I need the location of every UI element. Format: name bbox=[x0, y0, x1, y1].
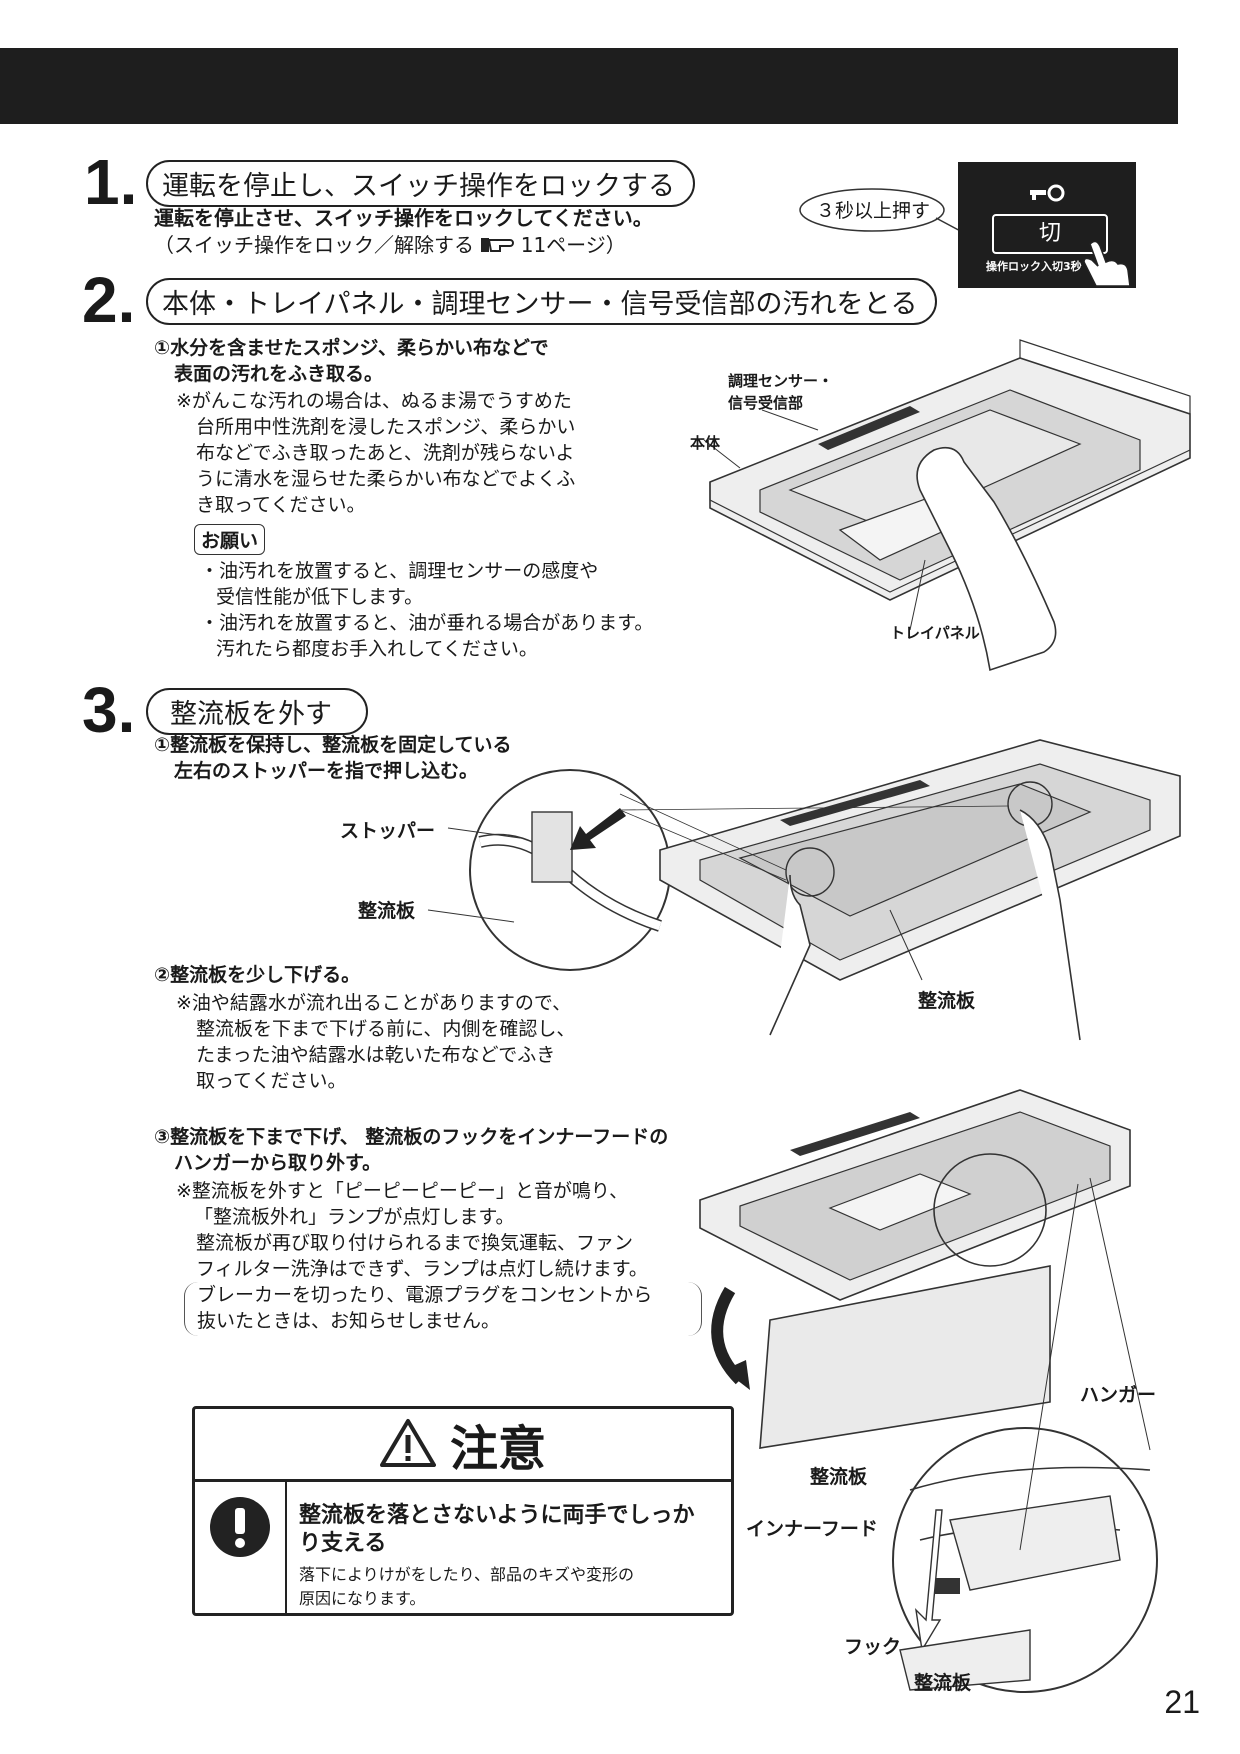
step1-line1: 運転を停止させ、スイッチ操作をロックしてください。 bbox=[154, 206, 653, 230]
step1-number: 1. bbox=[84, 146, 138, 218]
step3-sub3-note-2: 「整流板外れ」ランプが点灯します。 bbox=[194, 1206, 515, 1228]
label-sensor-2: 信号受信部 bbox=[728, 394, 804, 412]
step3-sub2-note-4: 取ってください。 bbox=[196, 1070, 347, 1092]
step2-note-4: うに清水を湿らせた柔らかい布などでよくふ bbox=[196, 468, 576, 490]
step2-instr1: ①水分を含ませたスポンジ、柔らかい布などで bbox=[154, 337, 549, 359]
step2-note-1: ※がんこな汚れの場合は、ぬるま湯でうすめた bbox=[176, 390, 572, 412]
baffle-hold-figure: 整流板 bbox=[619, 739, 1181, 1041]
step3-sub3-note-4: フィルター洗浄はできず、ランプは点灯し続けます。 bbox=[196, 1258, 648, 1280]
step2-note-2: 台所用中性洗剤を浸したスポンジ、柔らかい bbox=[196, 416, 576, 438]
step2-number: 2. bbox=[82, 264, 136, 336]
warning-triangle-icon bbox=[379, 1417, 436, 1471]
caution-header: 注意 bbox=[195, 1409, 731, 1482]
press-3s-text: ３秒以上押す bbox=[816, 200, 931, 222]
step3-sub1-b: 左右のストッパーを指で押し込む。 bbox=[174, 760, 479, 782]
label-inner-hood: インナーフード bbox=[746, 1518, 878, 1540]
step3-sub3-note-3: 整流板が再び取り付けられるまで換気運転、ファン bbox=[196, 1232, 634, 1254]
step1-title: 運転を停止し、スイッチ操作をロックする bbox=[146, 160, 695, 207]
caution-heading-2: り支える bbox=[299, 1531, 387, 1556]
label-hanger: ハンガー bbox=[1080, 1384, 1157, 1406]
caution-box: 注意 整流板を落とさないように両手でしっか り支える 落下によりけがをしたり、部… bbox=[192, 1406, 734, 1616]
step3-sub2-note-3: たまった油や結露水は乾いた布などでふき bbox=[196, 1044, 556, 1066]
label-baffle-main: 整流板 bbox=[918, 990, 976, 1012]
step3-sub2-note-1: ※油や結露水が流れ出ることがありますので、 bbox=[176, 992, 572, 1014]
caution-title: 注意 bbox=[449, 1421, 546, 1477]
step1-page-ref[interactable]: 11ページ） bbox=[520, 233, 626, 257]
step3-sub1-a: ①整流板を保持し、整流板を固定している bbox=[154, 734, 512, 756]
step3-number: 3. bbox=[82, 674, 136, 746]
stopper-zoom-figure: ストッパー 整流板 bbox=[340, 769, 680, 982]
request-badge: お願い bbox=[194, 524, 266, 555]
control-panel: 切 操作ロック入切3秒 bbox=[958, 162, 1136, 288]
caution-heading-1: 整流板を落とさないように両手でしっか bbox=[299, 1503, 695, 1528]
exclamation-icon bbox=[209, 1496, 271, 1562]
label-sensor-1: 調理センサー・ bbox=[728, 372, 834, 390]
step3-sub3-a: ③整流板を下まで下げ、 整流板のフックをインナーフードの bbox=[154, 1126, 669, 1148]
key-icon bbox=[1028, 184, 1068, 208]
step2-note-5: き取ってください。 bbox=[196, 494, 366, 516]
baffle-removal-figure: ハンガー 整流板 インナーフード フック 整流板 bbox=[690, 1089, 1210, 1700]
label-stopper: ストッパー bbox=[340, 820, 436, 842]
step1-line2: （スイッチ操作をロック／解除する 11ページ） bbox=[154, 232, 626, 258]
pointing-hand-icon bbox=[480, 235, 515, 255]
step2-instr2: 表面の汚れをふき取る。 bbox=[174, 363, 384, 385]
finger-icon bbox=[1080, 238, 1136, 294]
request-item-4: 汚れたら都度お手入れしてください。 bbox=[216, 638, 538, 660]
press-3s-callout: ３秒以上押す bbox=[798, 188, 967, 236]
hood-cleaning-figure: 調理センサー・ 信号受信部 本体 トレイパネル bbox=[690, 339, 1200, 672]
step3-sub2: ②整流板を少し下げる。 bbox=[154, 964, 361, 986]
step2-title: 本体・トレイパネル・調理センサー・信号受信部の汚れをとる bbox=[146, 278, 938, 325]
request-item-2: 受信性能が低下します。 bbox=[216, 586, 424, 608]
step2-note-3: 布などでふき取ったあと、洗剤が残らないよ bbox=[196, 442, 575, 464]
caution-body-2: 原因になります。 bbox=[299, 1589, 426, 1608]
label-baffle-zoom: 整流板 bbox=[358, 900, 416, 922]
label-baffle-bottom: 整流板 bbox=[914, 1672, 972, 1694]
step3-sub3-b: ハンガーから取り外す。 bbox=[174, 1152, 382, 1174]
page-number: 21 bbox=[1164, 1684, 1200, 1720]
caution-body-1: 落下によりけがをしたり、部品のキズや変形の bbox=[299, 1565, 635, 1584]
request-item-3: ・油汚れを放置すると、油が垂れる場合があります。 bbox=[200, 612, 654, 634]
panel-caption: 操作ロック入切3秒 bbox=[986, 260, 1082, 273]
label-baffle-removed: 整流板 bbox=[810, 1466, 868, 1488]
step3-paren-1: ブレーカーを切ったり、電源プラグをコンセントから bbox=[197, 1284, 653, 1306]
label-tray-panel: トレイパネル bbox=[890, 624, 980, 642]
step3-title: 整流板を外す bbox=[146, 688, 368, 735]
request-item-1: ・油汚れを放置すると、調理センサーの感度や bbox=[200, 560, 599, 582]
header-bar bbox=[0, 48, 1178, 124]
step3-paren-2: 抜いたときは、お知らせしません。 bbox=[197, 1310, 501, 1332]
label-hook: フック bbox=[844, 1636, 902, 1658]
off-button[interactable]: 切 bbox=[992, 214, 1108, 254]
step3-paren-note: ブレーカーを切ったり、電源プラグをコンセントから 抜いたときは、お知らせしません… bbox=[184, 1282, 702, 1336]
step1-line2-text: （スイッチ操作をロック／解除する bbox=[154, 233, 474, 257]
step3-sub3-note-1: ※整流板を外すと「ピーピーピーピー」と音が鳴り、 bbox=[176, 1180, 629, 1202]
caution-icon-cell bbox=[195, 1482, 287, 1613]
label-body: 本体 bbox=[690, 434, 721, 452]
step3-sub2-note-2: 整流板を下まで下げる前に、内側を確認し、 bbox=[196, 1018, 576, 1040]
